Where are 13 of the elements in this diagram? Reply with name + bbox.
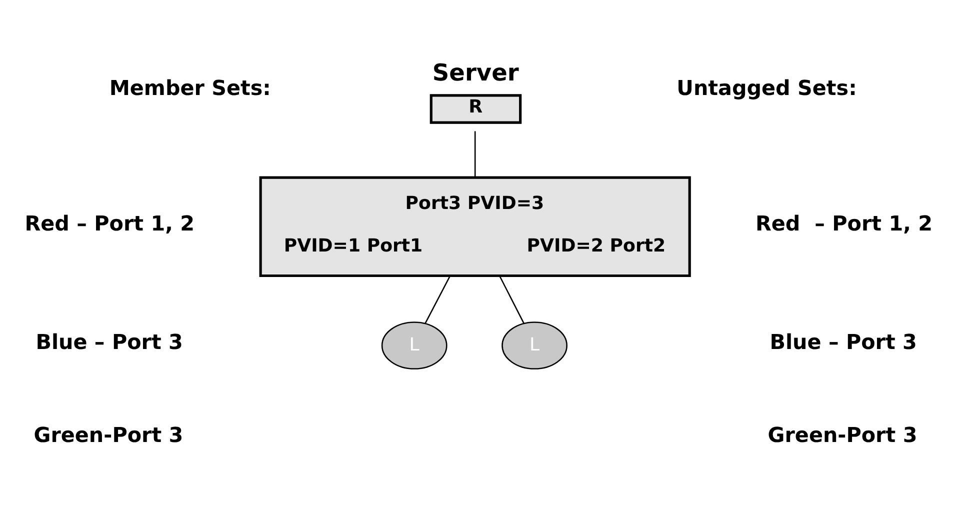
connector <box>424 276 450 324</box>
node-box: Port3 PVID=3 PVID=1 Port1 PVID=2 Port2 <box>258 176 690 278</box>
node-label: Server <box>432 59 518 86</box>
label: Blue – Port 3 <box>35 330 182 354</box>
label: Green-Port 3 <box>767 423 917 448</box>
connector <box>474 131 476 178</box>
label: Member Sets: <box>108 76 270 100</box>
label: Untagged Sets: <box>676 76 856 100</box>
label: Green-Port 3 <box>33 423 183 448</box>
connector <box>498 276 524 324</box>
label: Red – Port 1, 2 <box>755 211 932 236</box>
label: Red – Port 1, 2 <box>24 211 194 236</box>
label: Blue – Port 3 <box>769 330 916 354</box>
